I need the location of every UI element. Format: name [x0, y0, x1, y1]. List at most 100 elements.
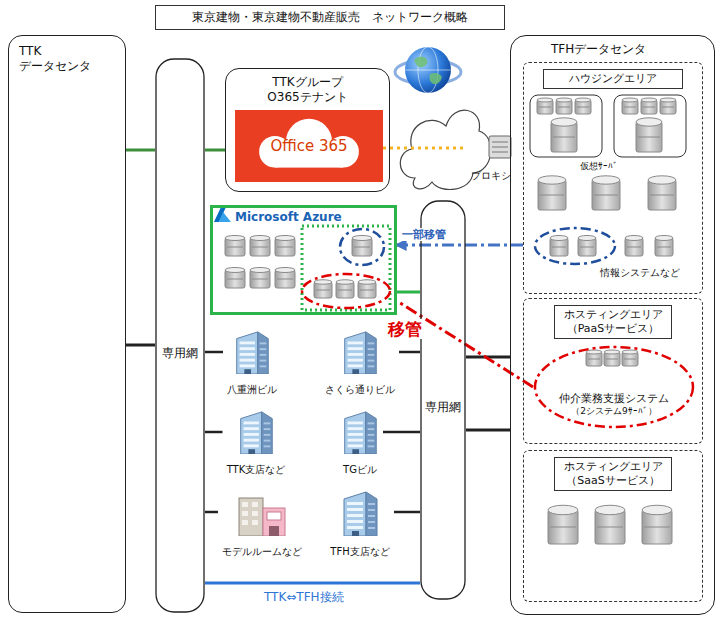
server-icons — [586, 350, 602, 366]
area-heading: ホスティングエリア （SaaSサービス） — [554, 457, 672, 491]
server-icons — [606, 359, 618, 360]
node-label: Microsoft Azure — [235, 210, 342, 225]
server-icons — [648, 176, 676, 210]
server-icons — [227, 247, 243, 248]
logo-cloud — [259, 119, 359, 168]
network-connector — [205, 149, 225, 152]
server-icons — [250, 267, 270, 272]
server-icons — [225, 235, 245, 240]
server-icons — [580, 247, 594, 248]
server-icons — [597, 527, 623, 528]
cloud-outline — [155, 58, 205, 613]
network-connector — [383, 147, 466, 150]
proxy-icon — [489, 136, 511, 158]
server-icons — [550, 527, 576, 528]
server-icons — [578, 235, 596, 240]
server-icons — [551, 118, 577, 126]
server-icons — [586, 350, 602, 354]
node-label: TFHデータセンタ — [551, 42, 646, 57]
network-cloud: 専用網 — [155, 58, 205, 613]
server-icons — [636, 118, 662, 126]
globe-icon — [414, 56, 442, 84]
cloud-platform-box: Microsoft Azure — [210, 205, 397, 315]
server-icons — [550, 235, 568, 256]
server-icons — [551, 118, 577, 152]
node-label: TFH支店など — [330, 546, 389, 559]
server-icons — [537, 98, 553, 102]
network-connector — [383, 431, 420, 434]
datacenter-box: TFHデータセンタハウジングエリアホスティングエリア （PaaSサービス）仲介業… — [510, 35, 715, 615]
network-connector — [394, 511, 420, 514]
node-label: TTK支店など — [227, 464, 286, 477]
server-icons — [552, 247, 566, 248]
server-icons — [252, 247, 268, 248]
area-box: ホスティングエリア （SaaSサービス） — [523, 450, 703, 602]
server-icons — [643, 107, 655, 108]
server-icons — [548, 505, 578, 544]
building-node: モデルルームなど — [218, 488, 306, 558]
globe-icon — [405, 47, 451, 93]
network-connector — [397, 244, 523, 247]
node-label: TTKグループ O365テナント — [252, 75, 364, 105]
proxy-icon — [489, 136, 511, 158]
server-icons — [625, 235, 643, 256]
logo-background — [235, 110, 383, 182]
server-icons — [338, 290, 352, 291]
virtual-server-box — [614, 95, 686, 157]
server-icons — [642, 505, 672, 515]
building-icons — [237, 332, 269, 374]
server-icons — [595, 505, 625, 544]
server-icons — [648, 176, 676, 184]
azure-logo — [219, 212, 231, 222]
partial-migration-source — [535, 228, 615, 264]
server-icons — [622, 98, 638, 102]
server-icons — [657, 247, 671, 248]
server-icons — [660, 98, 676, 114]
server-icons — [352, 235, 372, 256]
node-label: （2システム9ｻｰﾊﾞ） — [571, 406, 656, 417]
server-icons — [275, 235, 295, 256]
system-ellipse: 仲介業務支援システム（2システム9ｻｰﾊﾞ） — [533, 345, 695, 429]
network-connector — [205, 582, 420, 585]
server-icons — [227, 279, 243, 280]
network-connector — [205, 351, 223, 354]
server-icons — [594, 195, 618, 196]
server-icons — [225, 235, 245, 256]
ellipse-outline — [535, 347, 693, 427]
server-icons — [625, 235, 643, 240]
connector-label: 一部移管 — [400, 228, 448, 241]
virtual-server-box — [530, 95, 686, 157]
server-icons — [662, 107, 674, 108]
server-icons — [540, 195, 564, 196]
server-icons — [252, 279, 268, 280]
cloud-outline — [156, 59, 204, 612]
server-icons — [250, 235, 270, 240]
node-label: TTK データセンタ — [19, 44, 99, 74]
server-icons — [277, 279, 293, 280]
server-icons — [627, 247, 641, 248]
building-node: TFH支店など — [326, 488, 394, 558]
ellipse-outline — [533, 345, 695, 429]
server-icons — [316, 290, 330, 291]
server-icons — [650, 195, 674, 196]
server-icons — [250, 235, 270, 256]
proxy-node: プロキシ — [466, 128, 516, 182]
server-icons — [538, 176, 566, 184]
node-label: 専用網 — [162, 346, 198, 361]
node-label: 仲介業務支援システム — [559, 392, 669, 406]
server-icons — [250, 267, 270, 288]
network-connector — [126, 344, 155, 347]
building-icons — [345, 412, 377, 454]
annotation-label: 情報システムなど — [598, 267, 682, 279]
server-icons — [225, 98, 676, 544]
area-box: ハウジングエリア — [523, 62, 703, 294]
server-icons — [604, 350, 620, 354]
server-icons — [624, 107, 636, 108]
node-label: Office 365 — [270, 137, 347, 156]
server-icons — [539, 107, 551, 108]
proxy-icon — [492, 152, 508, 153]
annotation-label: 移管 — [386, 319, 424, 339]
server-icons — [314, 280, 332, 298]
server-icons — [641, 98, 657, 114]
server-icons — [578, 235, 596, 256]
